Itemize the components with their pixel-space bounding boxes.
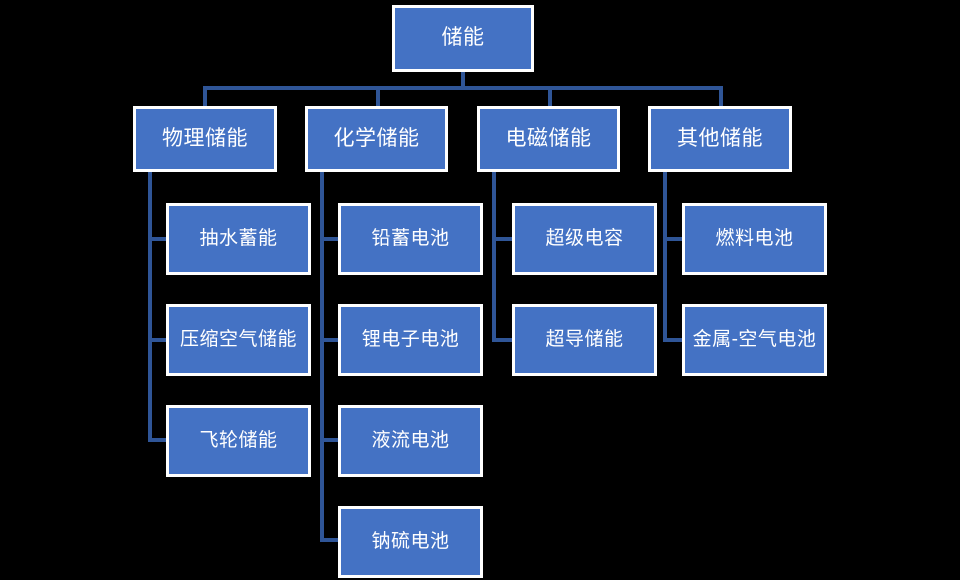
connector-stub-b1-c1 [320, 338, 340, 342]
connector-stub-b0-c2 [148, 438, 168, 442]
connector-stub-b3-c1 [663, 338, 683, 342]
node-label: 超导储能 [545, 329, 624, 351]
connector-root-stem [461, 72, 465, 90]
connector-drop-branch-0 [203, 86, 207, 106]
node-leaf-compressed-air[interactable]: 压缩空气储能 [166, 304, 311, 376]
node-leaf-flow-battery[interactable]: 液流电池 [338, 405, 483, 477]
node-label: 燃料电池 [715, 228, 794, 250]
connector-stub-b0-c0 [148, 237, 168, 241]
node-leaf-fuel-cell[interactable]: 燃料电池 [682, 203, 827, 275]
node-branch-other[interactable]: 其他储能 [648, 106, 792, 172]
node-label: 抽水蓄能 [199, 228, 278, 250]
node-label: 飞轮储能 [199, 430, 278, 452]
connector-trunk-branch-3 [663, 172, 667, 342]
connector-stub-b1-c2 [320, 438, 340, 442]
node-label: 液流电池 [371, 430, 450, 452]
node-leaf-lithium[interactable]: 锂电子电池 [338, 304, 483, 376]
node-label: 金属-空气电池 [692, 329, 817, 351]
node-label: 铅蓄电池 [371, 228, 450, 250]
node-label: 压缩空气储能 [179, 329, 297, 351]
node-label: 其他储能 [677, 126, 763, 150]
connector-drop-branch-1 [376, 86, 380, 106]
connector-stub-b1-c0 [320, 237, 340, 241]
node-label: 锂电子电池 [361, 329, 460, 351]
node-leaf-metal-air[interactable]: 金属-空气电池 [682, 304, 827, 376]
connector-trunk-branch-2 [492, 172, 496, 342]
node-label: 物理储能 [162, 126, 248, 150]
node-label: 钠硫电池 [371, 531, 450, 553]
node-leaf-pumped-hydro[interactable]: 抽水蓄能 [166, 203, 311, 275]
connector-drop-branch-3 [719, 86, 723, 106]
connector-stub-b2-c0 [492, 237, 512, 241]
node-label: 储能 [441, 26, 485, 50]
connector-stub-b3-c0 [663, 237, 683, 241]
connector-drop-branch-2 [548, 86, 552, 106]
connector-stub-b0-c1 [148, 338, 168, 342]
node-leaf-superconducting[interactable]: 超导储能 [512, 304, 657, 376]
node-root-storage[interactable]: 储能 [392, 5, 534, 72]
node-leaf-lead-acid[interactable]: 铅蓄电池 [338, 203, 483, 275]
node-label: 化学储能 [333, 126, 420, 150]
connector-stub-b2-c1 [492, 338, 512, 342]
node-branch-electromagnetic[interactable]: 电磁储能 [477, 106, 620, 172]
connector-stub-b1-c3 [320, 538, 340, 542]
node-label: 超级电容 [545, 228, 624, 250]
node-leaf-sodium-sulfur[interactable]: 钠硫电池 [338, 506, 483, 578]
node-branch-chemical[interactable]: 化学储能 [305, 106, 448, 172]
connector-trunk-branch-1 [320, 172, 324, 542]
node-leaf-supercapacitor[interactable]: 超级电容 [512, 203, 657, 275]
node-branch-physical[interactable]: 物理储能 [133, 106, 277, 172]
node-label: 电磁储能 [505, 126, 592, 150]
connector-root-bus [203, 86, 723, 90]
connector-trunk-branch-0 [148, 172, 152, 442]
node-leaf-flywheel[interactable]: 飞轮储能 [166, 405, 311, 477]
